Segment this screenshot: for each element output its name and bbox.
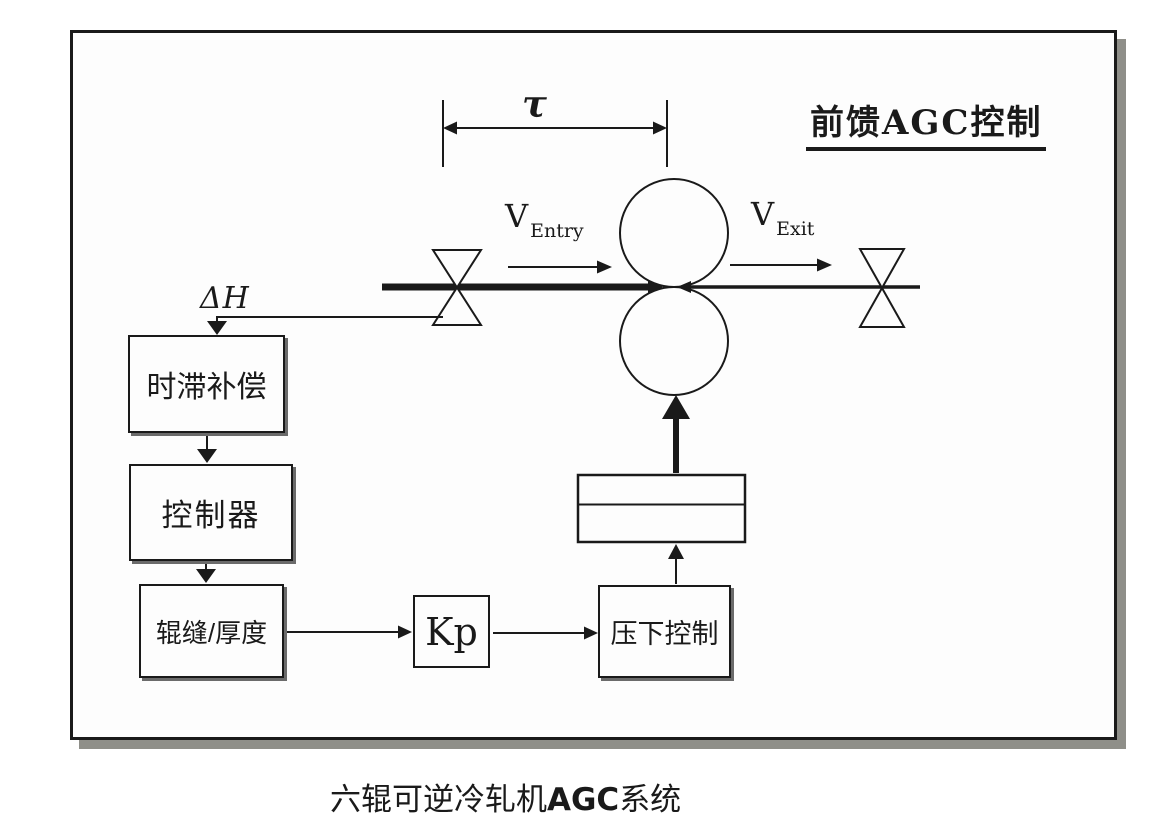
block-roll-gap-thickness-label: 辊缝/厚度 (155, 617, 268, 648)
v-exit-symbol: V (751, 195, 775, 233)
caption-prefix: 六辊可逆冷轧机 (330, 782, 547, 817)
block-screwdown-control: 压下控制 (598, 585, 731, 678)
v-exit-subscript: Exit (776, 218, 815, 240)
delta-h-label: ΔH (200, 281, 250, 316)
diagram-caption: 六辊可逆冷轧机AGC系统 (330, 774, 681, 819)
v-entry-symbol: V (505, 197, 529, 235)
block-gain-kp-label: Kp (425, 609, 478, 654)
block-time-delay-compensation: 时滞补偿 (128, 335, 285, 433)
caption-highlight: AGC (547, 782, 620, 818)
block-roll-gap-thickness: 辊缝/厚度 (139, 584, 284, 678)
block-time-delay-compensation-label: 时滞补偿 (146, 371, 267, 404)
block-controller: 控制器 (129, 464, 293, 561)
tau-label: τ (522, 82, 547, 126)
diagram-title: 前馈AGC控制 (806, 95, 1047, 151)
block-screwdown-control-label: 压下控制 (610, 619, 719, 649)
block-gain-kp: Kp (413, 595, 490, 668)
v-entry-subscript: Entry (530, 220, 584, 242)
block-controller-label: 控制器 (161, 498, 261, 533)
caption-suffix: 系统 (619, 782, 682, 817)
